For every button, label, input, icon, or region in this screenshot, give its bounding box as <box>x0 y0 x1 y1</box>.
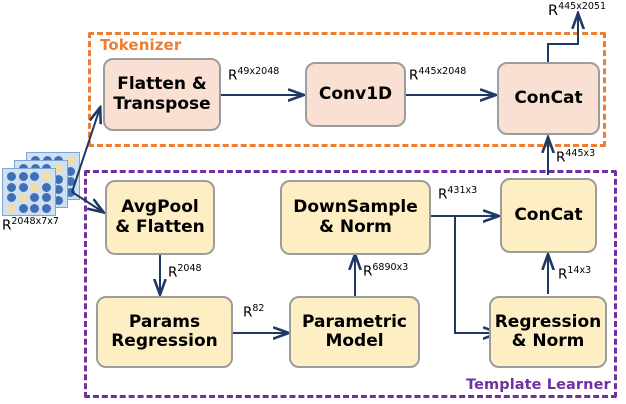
node-params-regression[interactable]: Params Regression <box>96 296 233 368</box>
edge-label-downsample-to-concat: R431x3 <box>438 185 477 203</box>
node-regression-norm[interactable]: Regression & Norm <box>489 296 607 368</box>
feature-map-dot <box>7 193 16 202</box>
node-downsample-line1: DownSample <box>293 197 418 218</box>
feature-map-dot <box>53 185 63 194</box>
edge-input-to-avgpool <box>71 191 103 212</box>
feature-map-dot <box>7 203 16 213</box>
node-concat-bottom-line1: ConCat <box>514 204 583 225</box>
edge-label-flatten-to-conv1d: R49x2048 <box>228 66 279 84</box>
edge-label-sup: 445x2051 <box>558 1 607 12</box>
edge-label-parametric-to-downsample: R6890x3 <box>363 262 408 280</box>
feature-map-dot <box>30 193 39 202</box>
feature-map-dot <box>53 174 63 184</box>
edge-label-params-to-parametric: R82 <box>243 303 264 321</box>
edge-label-sup: 6890x3 <box>372 262 409 273</box>
edge-label-concat-bottom-to-top: R445x3 <box>556 148 595 166</box>
feature-map-dot <box>7 172 16 181</box>
edge-label-sup: 445x2048 <box>418 66 467 77</box>
feature-map-dot <box>18 182 28 192</box>
feature-map-dot <box>53 164 63 173</box>
node-flatten-transpose[interactable]: Flatten & Transpose <box>103 58 221 131</box>
edge-label-base: R <box>438 186 448 203</box>
node-parametric-line1: Parametric <box>302 311 407 332</box>
edge-label-base: R <box>243 304 253 321</box>
edge-label-regression-to-concat: R14x3 <box>558 265 591 283</box>
node-concat-top-line1: ConCat <box>514 87 583 108</box>
feature-map-dot <box>65 166 75 176</box>
node-avgpool-line2: & Flatten <box>115 216 205 237</box>
input-tensor-label: R2048x7x7 <box>2 216 59 234</box>
feature-map-dot <box>30 203 39 213</box>
edge-concat-top-to-output <box>547 14 578 62</box>
group-tokenizer-label: Tokenizer <box>100 36 182 54</box>
edge-label-sup: 2048 <box>177 263 202 274</box>
edge-label-base: R <box>409 67 419 84</box>
edge-label-base: R <box>558 266 568 283</box>
edge-label-sup: 445x3 <box>565 148 596 159</box>
edge-label-output: R445x2051 <box>548 1 606 19</box>
node-concat-top[interactable]: ConCat <box>497 62 600 135</box>
edge-label-base: R <box>168 264 178 281</box>
node-parametric-model[interactable]: Parametric Model <box>289 296 420 368</box>
node-avgpool-line1: AvgPool <box>121 197 199 218</box>
feature-map-dot <box>7 182 16 192</box>
node-concat-bottom[interactable]: ConCat <box>500 178 597 253</box>
node-regression-line2: & Norm <box>511 331 585 351</box>
node-regression-line1: Regression <box>494 311 602 332</box>
group-tokenizer-frame <box>88 32 606 147</box>
feature-map-dot <box>41 172 51 181</box>
feature-map-dot <box>30 172 39 181</box>
feature-map-dot <box>53 195 63 205</box>
edge-label-conv1d-to-concat-top: R445x2048 <box>409 66 466 84</box>
node-flatten-transpose-line1: Flatten & <box>117 74 207 95</box>
node-flatten-transpose-line2: Transpose <box>113 93 211 114</box>
edge-label-base: R <box>548 2 559 19</box>
feature-map-tensor-icon <box>2 152 80 216</box>
node-downsample-norm[interactable]: DownSample & Norm <box>280 180 431 255</box>
edge-label-base: R <box>556 149 566 166</box>
feature-map-dot <box>41 193 51 202</box>
edge-label-sup: 431x3 <box>447 185 478 196</box>
feature-map-dot <box>30 182 39 192</box>
edge-label-base: R <box>363 263 373 280</box>
feature-map-dot <box>41 203 51 213</box>
feature-map-dot <box>41 182 51 192</box>
node-downsample-line2: & Norm <box>319 216 392 237</box>
feature-map-dot <box>65 177 75 186</box>
edge-input-to-flatten <box>71 108 100 193</box>
node-avgpool-flatten[interactable]: AvgPool & Flatten <box>105 180 215 255</box>
node-params-line2: Regression <box>111 331 218 351</box>
feature-map-dot <box>18 172 28 181</box>
edge-label-sup: 82 <box>252 303 265 314</box>
group-template-learner-label: Template Learner <box>466 377 611 393</box>
input-label-base: R <box>2 217 12 234</box>
node-parametric-line2: Model <box>325 331 384 351</box>
node-conv1d-line1: Conv1D <box>318 83 393 104</box>
feature-map-dot <box>18 203 28 213</box>
feature-map-dot <box>65 156 75 165</box>
node-conv1d[interactable]: Conv1D <box>305 62 406 127</box>
edge-downsample-to-regression <box>454 216 498 333</box>
feature-map-dot <box>65 187 75 197</box>
feature-map-dot <box>18 193 28 202</box>
edge-label-base: R <box>228 67 238 84</box>
node-params-line1: Params <box>128 311 201 332</box>
edge-label-sup: 49x2048 <box>237 66 280 77</box>
edge-label-avgpool-to-params: R2048 <box>168 263 202 281</box>
input-label-sup: 2048x7x7 <box>11 216 59 227</box>
group-template-learner-frame <box>84 170 617 398</box>
edge-label-sup: 14x3 <box>567 265 592 276</box>
